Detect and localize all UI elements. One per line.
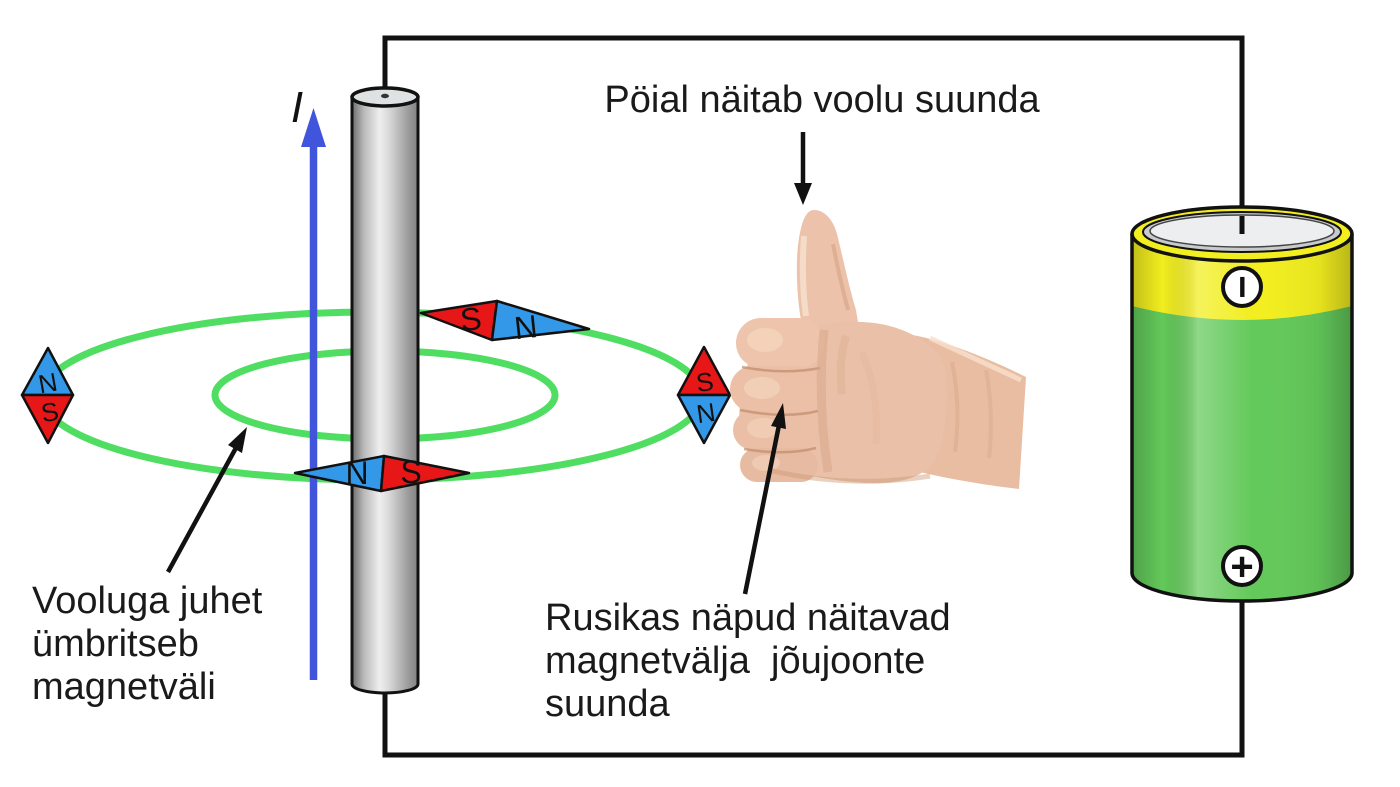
wire-top (382, 35, 1245, 216)
compass-needle-upper: S N (419, 299, 591, 346)
thumb-annotation: Pöial näitab voolu suunda (604, 79, 1040, 121)
current-symbol-label: I (291, 83, 303, 132)
field-annotation-line2: ümbritseb (32, 623, 199, 665)
rod-wire-joint (381, 93, 389, 99)
battery-outline (1130, 234, 1354, 603)
wire-bottom (382, 596, 1245, 758)
wrist-crease (950, 361, 960, 453)
battery-shading (1132, 234, 1352, 601)
field-annotation-line3: magnetväli (32, 666, 216, 708)
knuckle-highlight-4 (752, 455, 780, 471)
fingers-annotation-line1: Rusikas näpud näitavad (545, 597, 951, 639)
compass-needle-lower: N S (293, 454, 471, 493)
palm-crease (858, 350, 881, 445)
thumb-arrow-head (794, 183, 812, 205)
left-compass-south-half (20, 393, 75, 445)
fingers-annotation: Rusikas näpud näitavad magnetvälja jõujo… (545, 597, 951, 725)
conductor-rod (350, 86, 420, 695)
fingers-arrow-shaft (742, 424, 782, 595)
compass-left: N S (20, 346, 75, 445)
lower-needle-south-half (379, 454, 471, 493)
positive-terminal-icon (1221, 545, 1263, 587)
lower-needle-north-half (293, 454, 386, 493)
compass-right: S N (676, 345, 732, 445)
lower-needle-n-label: N (345, 455, 368, 491)
thumb (796, 210, 858, 338)
finger-crease-1 (741, 365, 821, 373)
hand-photo (730, 210, 1026, 489)
knuckle-highlight-1 (747, 328, 783, 352)
field-annotation-line1: Vooluga juhet (32, 580, 263, 622)
field-annotation: Vooluga juhet ümbritseb magnetväli (32, 580, 263, 708)
knuckle-highlight-2 (744, 377, 780, 399)
circuit-wires (382, 35, 1245, 758)
thenar-crease (836, 334, 850, 395)
thumb-shade (831, 243, 850, 311)
right-compass-north-half (676, 393, 732, 445)
finger-crease-3 (743, 446, 817, 454)
current-arrow-head (301, 108, 326, 147)
battery: − + (1130, 205, 1354, 603)
fingers-arrow-head (771, 403, 786, 429)
right-compass-s-label: S (694, 366, 715, 398)
right-compass-n-label: N (694, 397, 717, 429)
fingers-annotation-line3: suunda (545, 683, 671, 725)
thumb-highlight (799, 235, 809, 317)
wrist-crease-2 (984, 369, 993, 459)
fingers-annotation-line2: magnetvälja jõujoonte (545, 640, 925, 682)
lower-needle-s-label: S (400, 454, 421, 490)
left-compass-n-label: N (36, 367, 60, 400)
current-arrow (301, 108, 326, 680)
fist-bottom-shadow (767, 467, 931, 484)
field-arrow-shaft (166, 444, 239, 574)
rod-body (350, 95, 420, 695)
positive-terminal-symbol: + (1230, 545, 1253, 589)
left-compass-s-label: S (39, 396, 61, 429)
finger-palm-shadow (816, 329, 833, 473)
annotation-arrows (166, 132, 812, 595)
knuckle-highlight-3 (747, 418, 779, 438)
negative-terminal-symbol: − (1220, 275, 1264, 298)
negative-terminal-icon (1221, 266, 1263, 308)
field-arrow-head (228, 427, 247, 453)
upper-needle-north-half (490, 299, 591, 342)
upper-needle-s-label: S (458, 300, 483, 338)
wrist-highlight (928, 335, 1023, 383)
upper-needle-n-label: N (512, 308, 539, 346)
